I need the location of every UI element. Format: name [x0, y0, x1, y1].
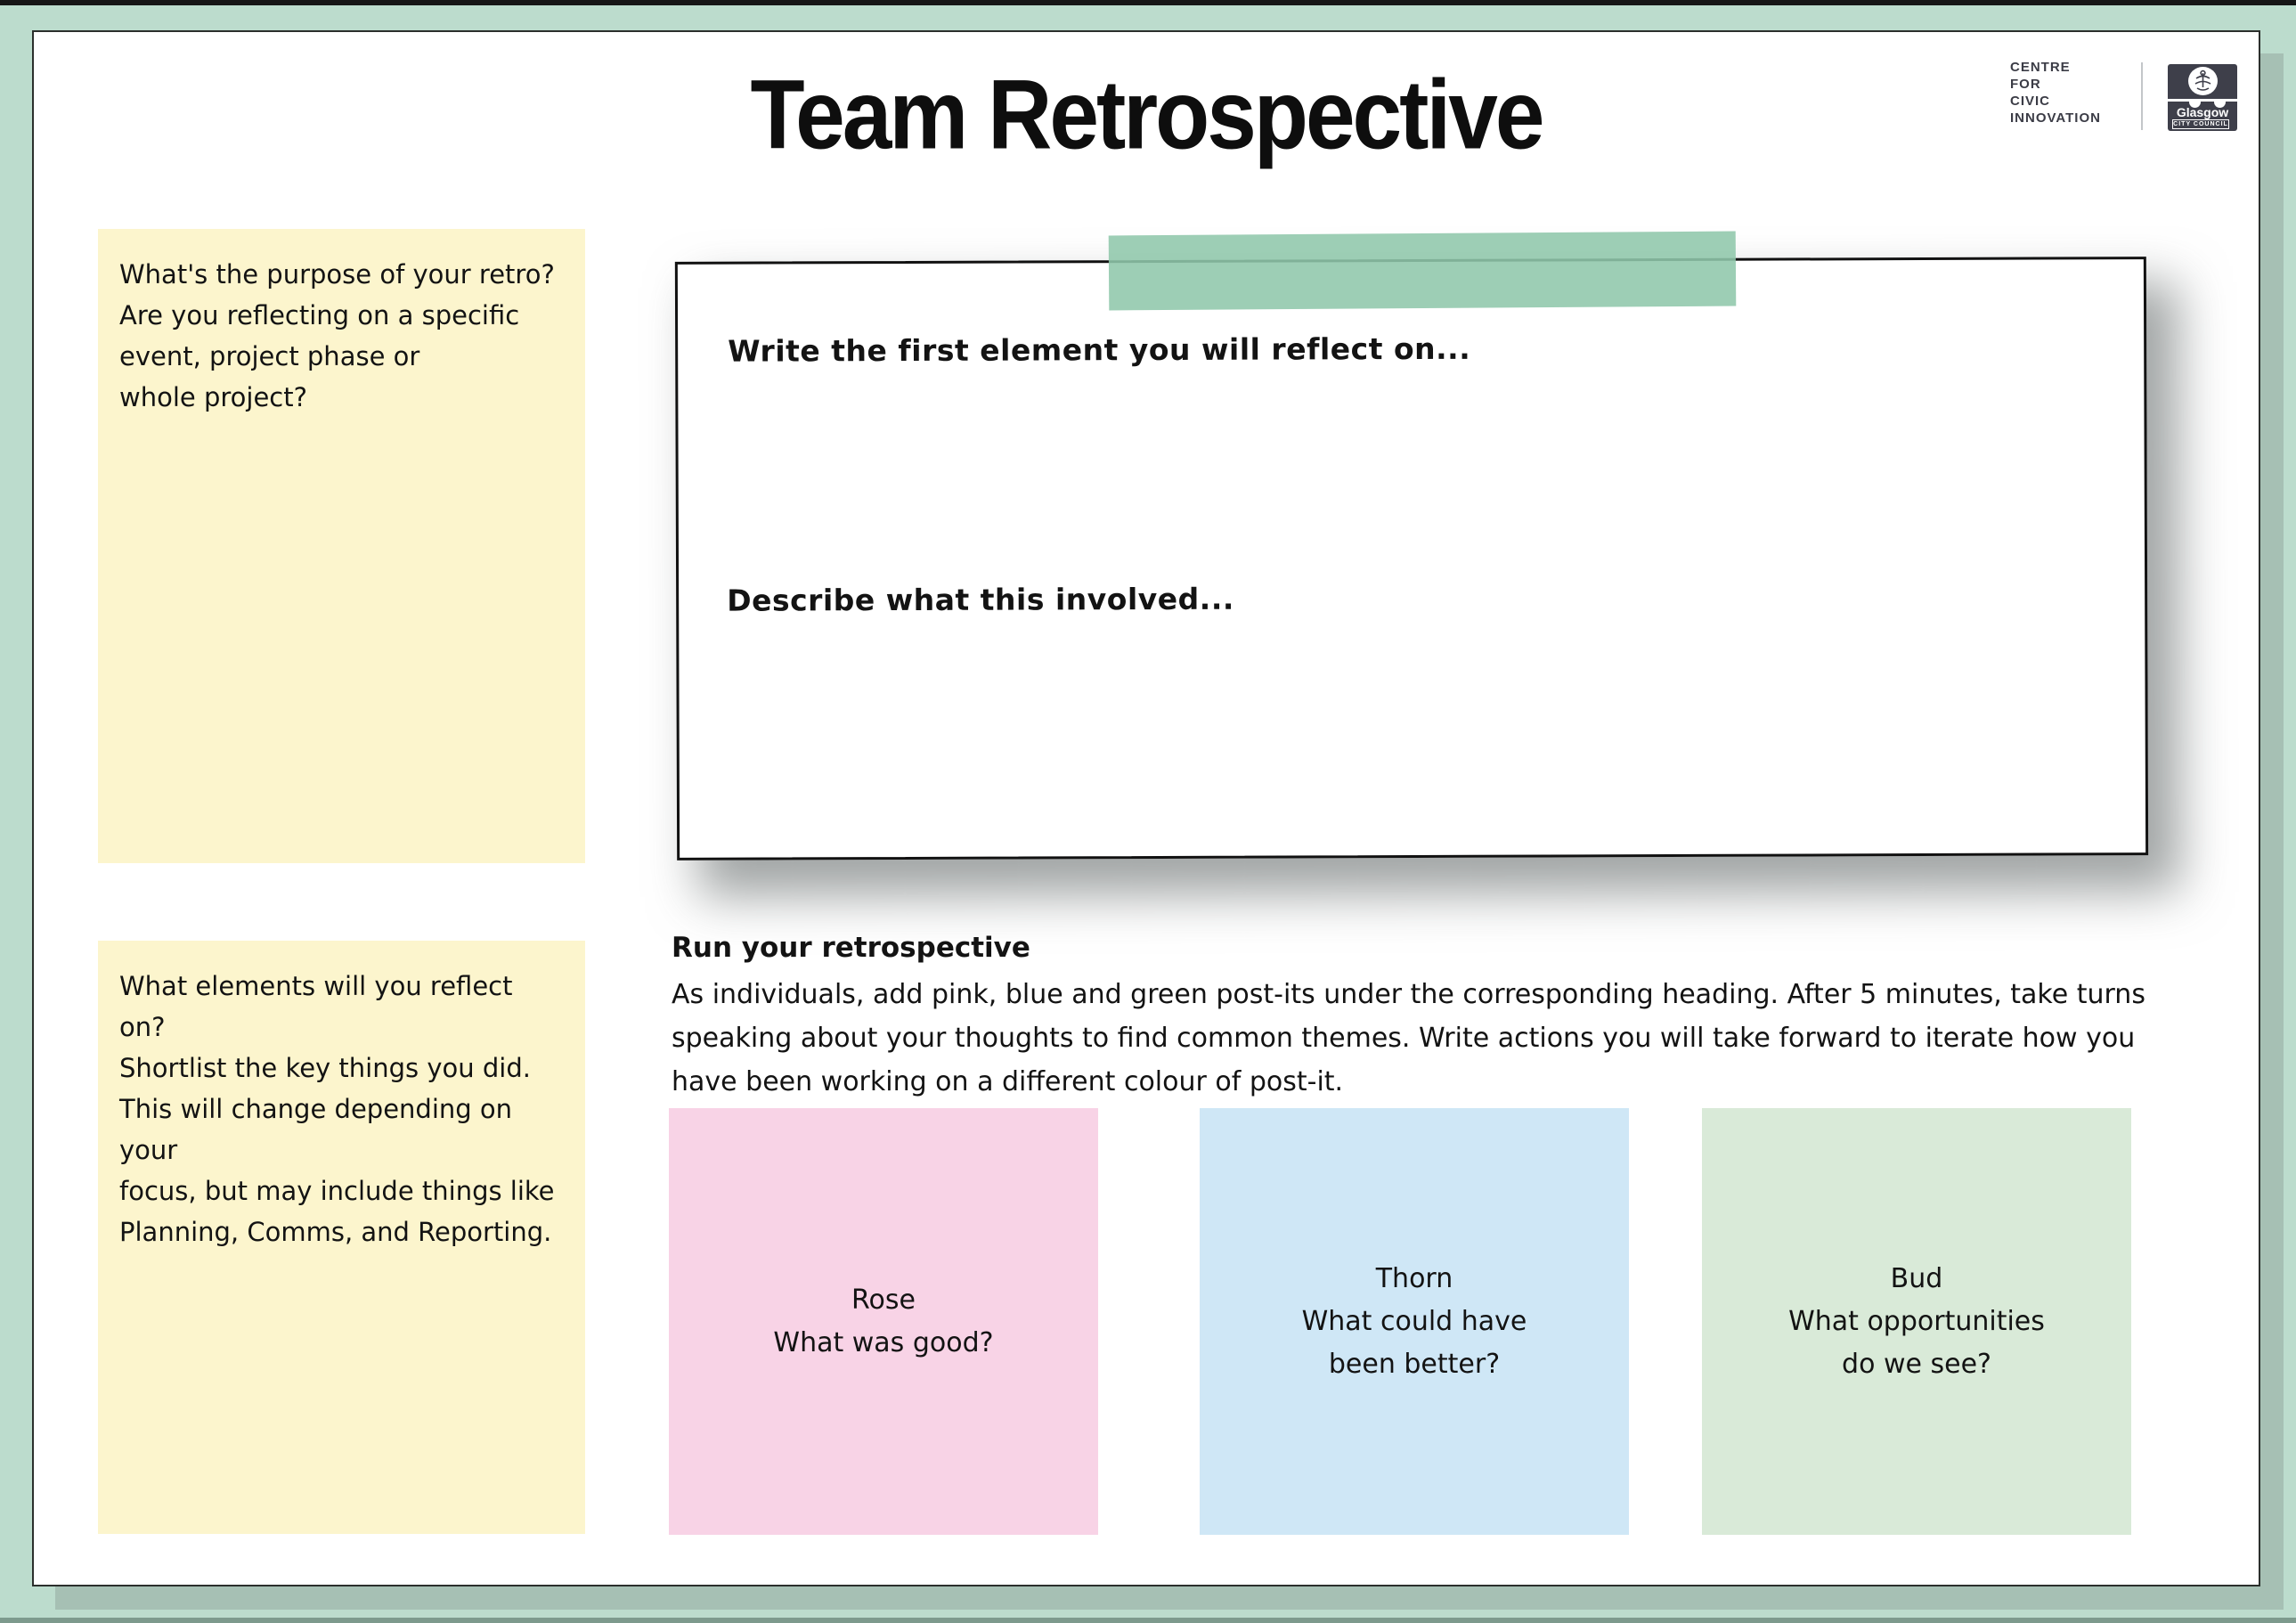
rose-column[interactable]: Rose What was good? — [669, 1108, 1098, 1535]
bottom-border-strip — [0, 1618, 2296, 1623]
bud-column[interactable]: Bud What opportunities do we see? — [1702, 1108, 2131, 1535]
glasgow-crest-icon — [2188, 67, 2218, 95]
rose-column-question: What was good? — [773, 1326, 994, 1358]
thorn-column-title: Thorn — [1375, 1262, 1453, 1294]
purpose-note: What's the purpose of your retro? Are yo… — [98, 229, 585, 863]
thorn-column-question: What could have been better? — [1301, 1305, 1527, 1380]
bud-column-title: Bud — [1890, 1262, 1943, 1294]
logo-river-bump — [2214, 102, 2226, 108]
logo-river-line — [2168, 99, 2237, 102]
logo-river-bump — [2189, 102, 2201, 108]
elements-note: What elements will you reflect on? Short… — [98, 941, 585, 1534]
top-border-strip — [0, 0, 2296, 5]
instructions-heading: Run your retrospective — [672, 932, 1030, 964]
council-name: Glasgow — [2176, 105, 2229, 119]
instructions-body: As individuals, add pink, blue and green… — [672, 979, 2145, 1097]
centre-for-civic-innovation-logo: CENTRE FOR CIVIC INNOVATION — [2010, 60, 2101, 126]
green-highlight-bar — [1108, 231, 1737, 311]
describe-prompt: Describe what this involved... — [727, 581, 1234, 618]
worksheet-page: Team Retrospective CENTRE FOR CIVIC INNO… — [32, 30, 2260, 1586]
reflection-writing-area[interactable]: Write the first element you will reflect… — [674, 257, 2149, 860]
rose-column-title: Rose — [851, 1284, 916, 1316]
glasgow-city-council-logo: Glasgow CITY COUNCIL — [2168, 64, 2237, 131]
run-retro-instructions: Run your retrospective As individuals, a… — [672, 932, 2186, 1104]
bud-column-question: What opportunities do we see? — [1788, 1305, 2045, 1380]
council-subtitle: CITY COUNCIL — [2172, 119, 2229, 129]
thorn-column[interactable]: Thorn What could have been better? — [1200, 1108, 1629, 1535]
page-title: Team Retrospective — [750, 60, 1545, 170]
brand-divider — [2141, 62, 2143, 130]
reflect-element-prompt: Write the first element you will reflect… — [728, 330, 1471, 369]
